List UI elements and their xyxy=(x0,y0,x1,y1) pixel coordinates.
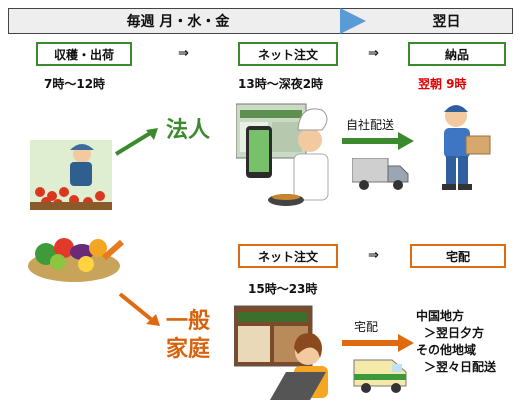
delivery-label: 納品 xyxy=(444,47,469,62)
home-label-line2: 家庭 xyxy=(166,337,211,362)
arrow-to-corporate-icon xyxy=(114,128,158,156)
home-order-box: ネット注文 xyxy=(238,244,338,268)
region-chugoku-note: ＞翌日夕方 xyxy=(424,326,485,340)
delivery-time: 翌朝 9時 xyxy=(418,77,467,91)
region-other-note: ＞翌々日配送 xyxy=(424,360,497,374)
home-delivery-box: 宅配 xyxy=(410,244,506,268)
harvest-label: 収穫・出荷 xyxy=(53,47,114,62)
delivery-box: 納品 xyxy=(408,42,506,66)
flow-arrow-2: ⇒ xyxy=(368,46,379,61)
vegetables-illustration xyxy=(28,238,124,282)
home-order-label: ネット注文 xyxy=(257,249,318,264)
harvest-box: 収穫・出荷 xyxy=(36,42,132,66)
home-flow-arrow: ⇒ xyxy=(368,248,379,263)
farmer-harvest-illustration xyxy=(30,140,112,210)
delivery-truck-icon xyxy=(352,158,409,190)
corporate-label: 法人 xyxy=(166,118,211,143)
arrow-to-delivery-icon xyxy=(342,132,414,150)
region-other: その他地域 xyxy=(416,343,477,357)
harvest-time: 7時～12時 xyxy=(44,77,106,91)
home-delivery-label: 宅配 xyxy=(445,249,470,264)
order-time: 13時～深夜2時 xyxy=(238,77,324,91)
delivery-van-icon xyxy=(353,359,407,393)
home-label-line1: 一般 xyxy=(166,309,211,334)
arrow-to-home-delivery-icon xyxy=(342,334,414,352)
online-shopping-illustration xyxy=(234,305,328,400)
region-chugoku: 中国地方 xyxy=(416,309,465,323)
order-box: ネット注文 xyxy=(238,42,338,66)
chef-order-illustration xyxy=(236,103,329,206)
banner-arrow-icon xyxy=(340,8,366,34)
home-order-time: 15時～23時 xyxy=(248,282,318,296)
own-delivery-label: 自社配送 xyxy=(346,118,395,132)
delivery-person-illustration xyxy=(442,105,491,190)
flow-arrow-1: ⇒ xyxy=(178,46,189,61)
home-shipping-label: 宅配 xyxy=(354,320,379,334)
arrow-to-home-icon xyxy=(118,292,160,326)
schedule-banner xyxy=(8,8,513,34)
next-day-label: 翌日 xyxy=(432,14,461,30)
order-label: ネット注文 xyxy=(257,47,318,62)
schedule-title: 毎週 月・水・金 xyxy=(126,14,230,30)
